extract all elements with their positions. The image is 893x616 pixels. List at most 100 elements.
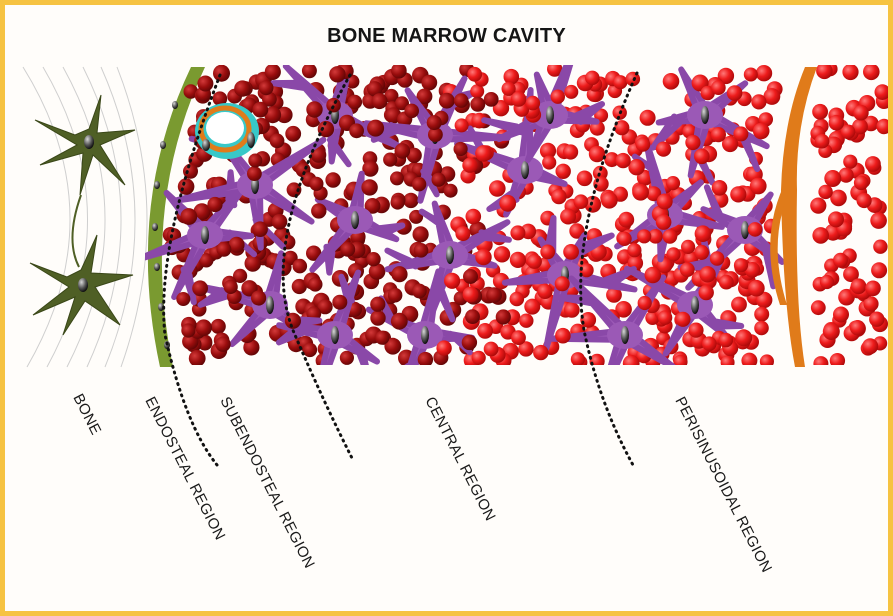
red-blood-cell bbox=[383, 153, 397, 167]
bone-lamellae bbox=[23, 67, 147, 367]
red-blood-cell bbox=[816, 63, 833, 80]
red-blood-cell bbox=[463, 269, 478, 284]
osteocyte-process bbox=[72, 195, 81, 267]
red-blood-cell bbox=[710, 251, 725, 266]
red-blood-cell bbox=[192, 280, 208, 296]
red-blood-cell bbox=[564, 85, 578, 99]
red-blood-cell bbox=[180, 208, 197, 225]
red-blood-cell bbox=[640, 110, 656, 126]
red-blood-cell bbox=[326, 98, 341, 113]
red-blood-cell bbox=[571, 352, 585, 366]
red-blood-cell bbox=[820, 275, 834, 289]
red-blood-cell bbox=[589, 146, 606, 163]
red-blood-cell bbox=[823, 323, 840, 340]
red-blood-cell bbox=[436, 340, 451, 355]
red-blood-cell bbox=[388, 288, 403, 303]
red-blood-cell bbox=[702, 336, 717, 351]
red-blood-cell bbox=[815, 134, 830, 149]
red-blood-cell bbox=[711, 80, 726, 95]
red-blood-cell bbox=[862, 338, 878, 354]
red-blood-cell bbox=[465, 309, 480, 324]
red-blood-cell bbox=[751, 94, 766, 109]
red-blood-cell bbox=[293, 259, 308, 274]
red-blood-cell bbox=[699, 266, 715, 282]
red-blood-cell bbox=[812, 104, 828, 120]
red-blood-cell bbox=[391, 195, 405, 209]
red-blood-cell bbox=[754, 307, 769, 322]
red-blood-cell bbox=[418, 352, 433, 367]
red-blood-cell bbox=[756, 65, 772, 81]
red-blood-cell bbox=[414, 243, 429, 258]
red-blood-cell bbox=[309, 177, 323, 191]
red-blood-cell bbox=[555, 328, 571, 344]
red-blood-cell bbox=[694, 149, 710, 165]
red-blood-cell bbox=[628, 159, 644, 175]
red-blood-cell bbox=[362, 161, 378, 177]
red-blood-cell bbox=[829, 115, 845, 131]
red-blood-cell bbox=[656, 214, 672, 230]
red-blood-cell bbox=[851, 278, 867, 294]
red-blood-cell bbox=[455, 226, 470, 241]
red-blood-cell bbox=[830, 353, 845, 368]
red-blood-cell bbox=[421, 75, 437, 91]
red-blood-cell bbox=[340, 242, 355, 257]
red-blood-cell bbox=[311, 203, 326, 218]
red-blood-cell bbox=[251, 290, 266, 305]
red-blood-cell bbox=[466, 209, 482, 225]
red-blood-cell bbox=[332, 295, 347, 310]
red-blood-cell bbox=[195, 319, 212, 336]
red-blood-cell bbox=[306, 101, 322, 117]
red-blood-cell bbox=[870, 212, 887, 229]
red-blood-cell bbox=[176, 292, 190, 306]
red-blood-cell bbox=[873, 240, 887, 254]
red-blood-cell bbox=[404, 104, 419, 119]
red-blood-cell bbox=[189, 350, 206, 367]
red-blood-cell bbox=[366, 252, 380, 266]
bone-marrow-diagram: BONE ENDOSTEAL REGION SUBENDOSTEAL REGIO… bbox=[5, 5, 888, 611]
red-blood-cell bbox=[462, 158, 477, 173]
red-blood-cell bbox=[663, 229, 678, 244]
red-blood-cell bbox=[413, 226, 429, 242]
hsc-niche-cell bbox=[195, 103, 259, 159]
red-blood-cell bbox=[252, 102, 268, 118]
red-blood-cell bbox=[853, 105, 869, 121]
red-blood-cell bbox=[252, 221, 268, 237]
red-blood-cell bbox=[470, 97, 485, 112]
red-blood-cell bbox=[462, 335, 477, 350]
red-blood-cell bbox=[348, 95, 363, 110]
red-blood-cell bbox=[748, 280, 765, 297]
red-blood-cell bbox=[563, 144, 578, 159]
red-blood-cell bbox=[727, 85, 743, 101]
red-blood-cell bbox=[486, 287, 502, 303]
red-blood-cell bbox=[753, 123, 770, 140]
red-blood-cell bbox=[719, 275, 734, 290]
red-blood-cell bbox=[637, 229, 651, 243]
red-blood-cell bbox=[340, 351, 354, 365]
red-blood-cell bbox=[285, 126, 301, 142]
red-blood-cell bbox=[537, 284, 552, 299]
red-blood-cell bbox=[496, 309, 511, 324]
red-blood-cell bbox=[617, 232, 631, 246]
red-blood-cell bbox=[489, 180, 506, 197]
red-blood-cell bbox=[475, 249, 491, 265]
red-blood-cell bbox=[467, 67, 482, 82]
red-blood-cell bbox=[741, 353, 757, 369]
red-blood-cell bbox=[842, 64, 858, 80]
red-blood-cell bbox=[812, 227, 829, 244]
red-blood-cell bbox=[439, 93, 455, 109]
red-blood-cell bbox=[638, 296, 652, 310]
red-blood-cell bbox=[721, 356, 735, 370]
red-blood-cell bbox=[370, 297, 385, 312]
label-central: CENTRAL REGION bbox=[421, 394, 498, 524]
red-blood-cell bbox=[412, 177, 426, 191]
red-blood-cell bbox=[391, 266, 407, 282]
red-blood-cell bbox=[272, 214, 288, 230]
red-blood-cell bbox=[526, 96, 541, 111]
red-blood-cell bbox=[302, 63, 317, 78]
red-blood-cell bbox=[207, 197, 222, 212]
label-bone: BONE bbox=[69, 391, 104, 438]
red-blood-cell bbox=[719, 333, 733, 347]
red-blood-cell bbox=[472, 351, 486, 365]
red-blood-cell bbox=[574, 194, 589, 209]
red-blood-cell bbox=[494, 246, 510, 262]
